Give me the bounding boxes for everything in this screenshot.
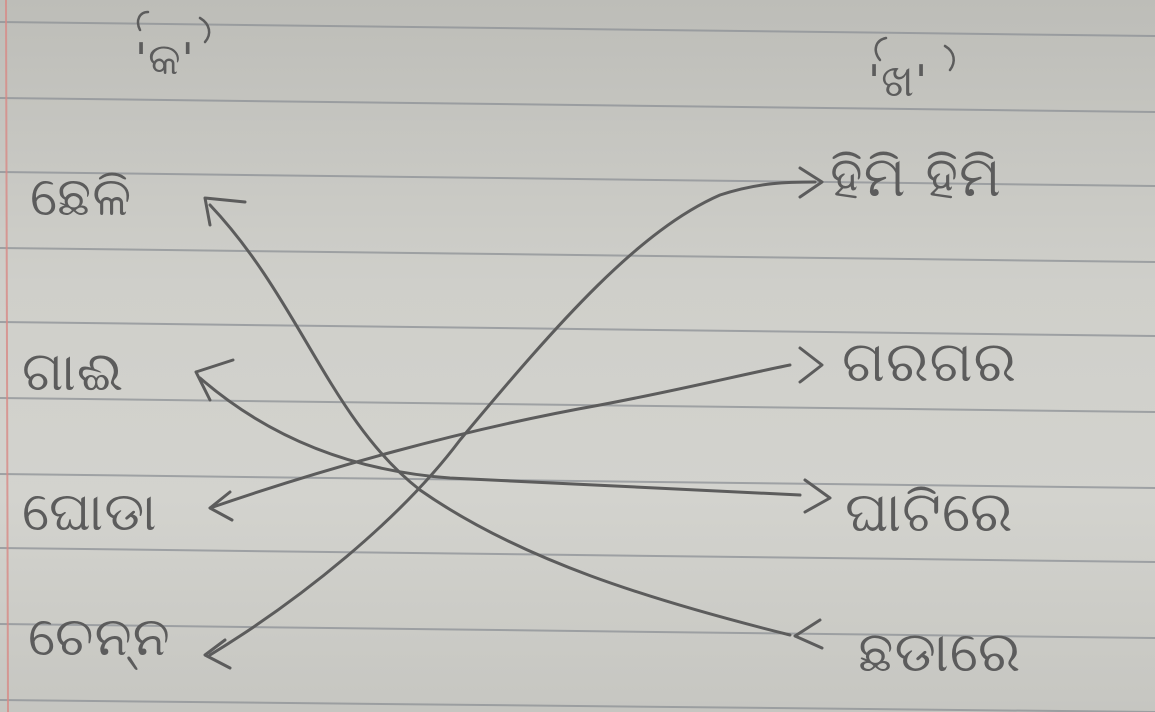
arrowhead-left-3: [208, 490, 234, 522]
left-header-quote-close: [198, 16, 211, 44]
arrow-3-to-2: [208, 363, 792, 510]
right-header-quote-close: [943, 44, 955, 72]
match-arrows: [194, 166, 832, 670]
arrowhead-left-4: [203, 638, 232, 670]
right-word-1: ହିମି ହିମି: [830, 145, 1002, 210]
rule-line: [0, 97, 1155, 113]
left-column-header: 'କ': [135, 34, 195, 85]
arrowhead-right-3: [803, 478, 832, 514]
right-column-header: 'ଖ': [868, 56, 929, 107]
arrowhead-left-1: [203, 196, 247, 227]
rule-line: [0, 623, 1155, 639]
margin-line: [5, 0, 9, 712]
arrow-2-to-3: [198, 376, 802, 497]
arrowhead-right-4: [793, 618, 824, 650]
rule-line: [0, 473, 1155, 489]
rule-line: [0, 547, 1155, 563]
left-word-2: ଗାଈ: [22, 340, 125, 403]
right-header-quote-open: [874, 36, 888, 62]
right-word-2: ଗରଗର: [842, 330, 1017, 395]
arrowhead-right-2: [798, 346, 824, 384]
rule-line: [0, 397, 1155, 413]
right-word-4: ଛଡାରେ: [858, 620, 1022, 685]
arrowhead-left-2: [194, 358, 235, 402]
arrowhead-right-1: [798, 166, 824, 199]
header-marks: [136, 10, 955, 72]
right-word-3: ଘାଟିରେ: [845, 480, 1014, 545]
rule-line: [0, 247, 1155, 263]
rule-line: [0, 21, 1155, 37]
rule-line: [0, 321, 1155, 337]
left-header-quote-open: [136, 10, 150, 32]
rule-line: [0, 171, 1155, 187]
left-word-1: ଛେଳି: [30, 165, 133, 228]
arrow-1-to-4: [208, 203, 792, 637]
ruled-lines: [0, 21, 1155, 712]
rule-line: [0, 699, 1155, 712]
arrow-4-to-1: [208, 180, 817, 657]
left-word-4: ଚେନ୍ନ: [28, 605, 171, 668]
left-word-3: ଘୋଡା: [22, 480, 158, 543]
